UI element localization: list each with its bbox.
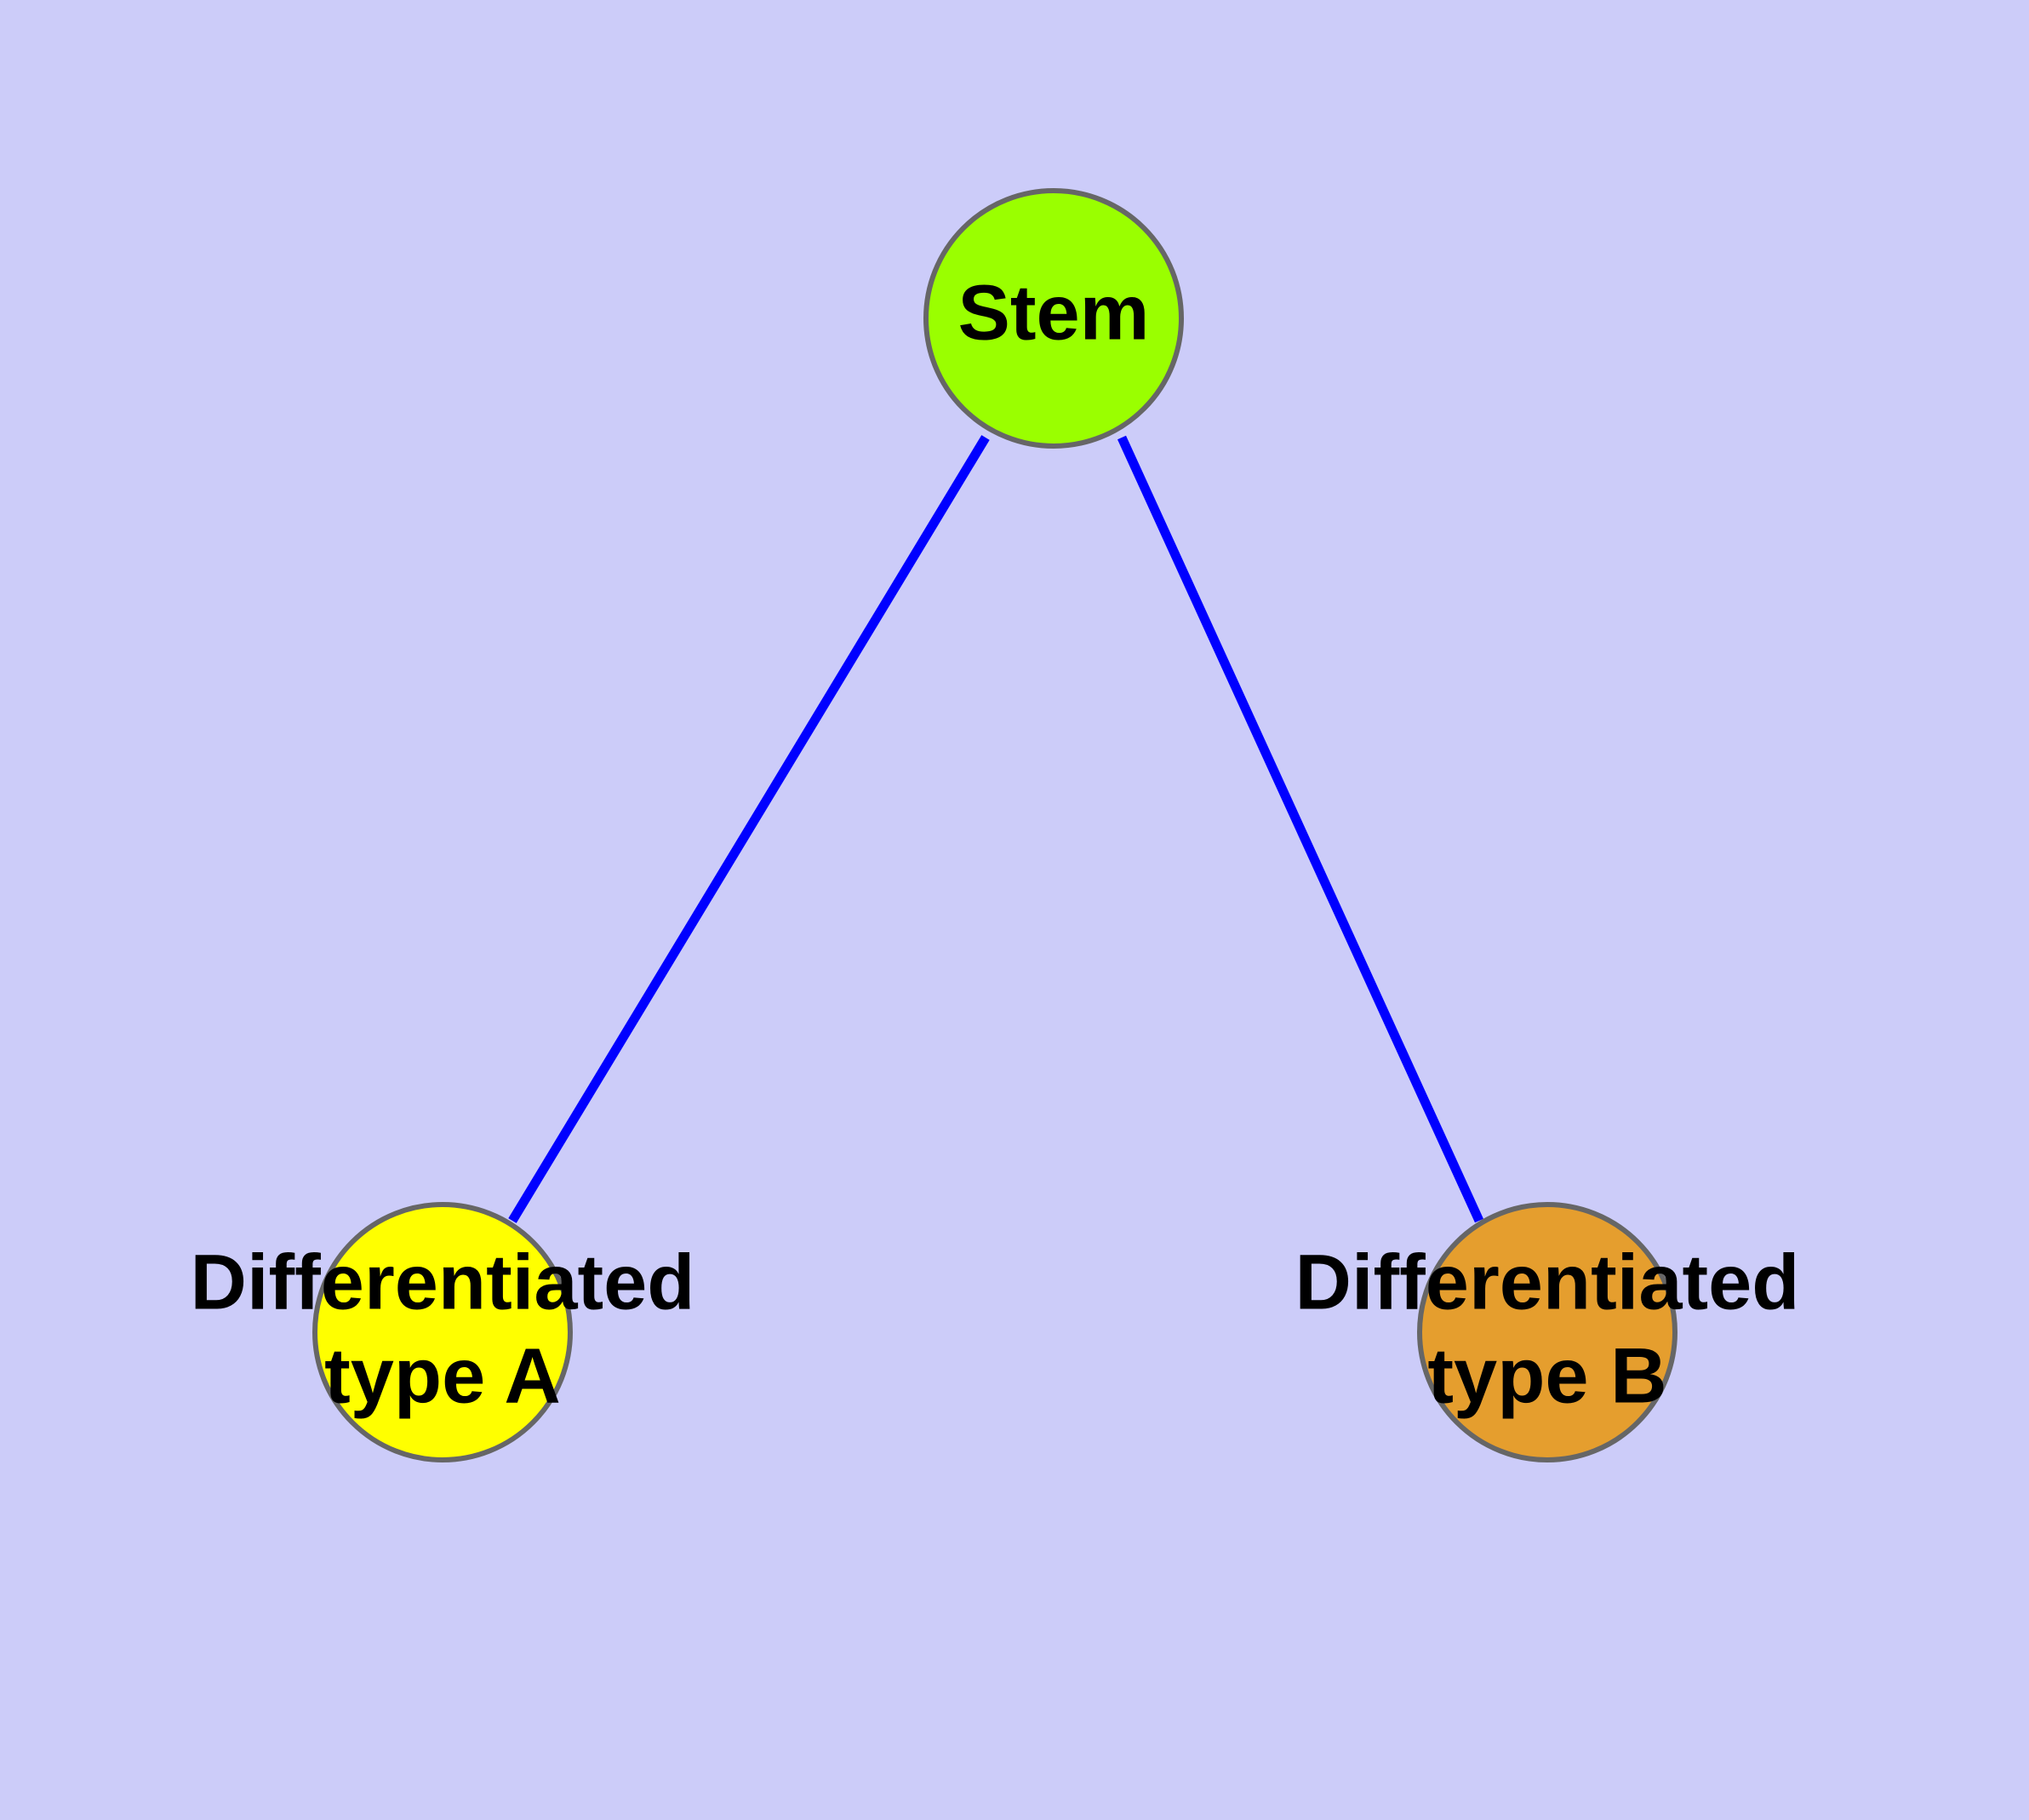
node-label-differentiated-type-a: Differentiated type A bbox=[191, 1239, 695, 1419]
node-label-differentiated-type-b: Differentiated type B bbox=[1295, 1239, 1800, 1419]
node-circle-differentiated-type-b[interactable] bbox=[1417, 1202, 1677, 1462]
node-label-line-1: Differentiated bbox=[1295, 1239, 1800, 1325]
edge-stem-to-differentiated-type-b[interactable] bbox=[1117, 435, 1484, 1223]
node-label-stem: Stem bbox=[958, 269, 1150, 356]
node-circle-stem[interactable] bbox=[923, 188, 1184, 449]
node-circle-differentiated-type-a[interactable] bbox=[312, 1202, 573, 1462]
edge-stem-to-differentiated-type-a[interactable] bbox=[508, 435, 990, 1223]
node-label-line-2: type B bbox=[1427, 1332, 1666, 1419]
node-label-line-1: Differentiated bbox=[191, 1239, 695, 1325]
node-label-line-2: type A bbox=[324, 1332, 561, 1419]
